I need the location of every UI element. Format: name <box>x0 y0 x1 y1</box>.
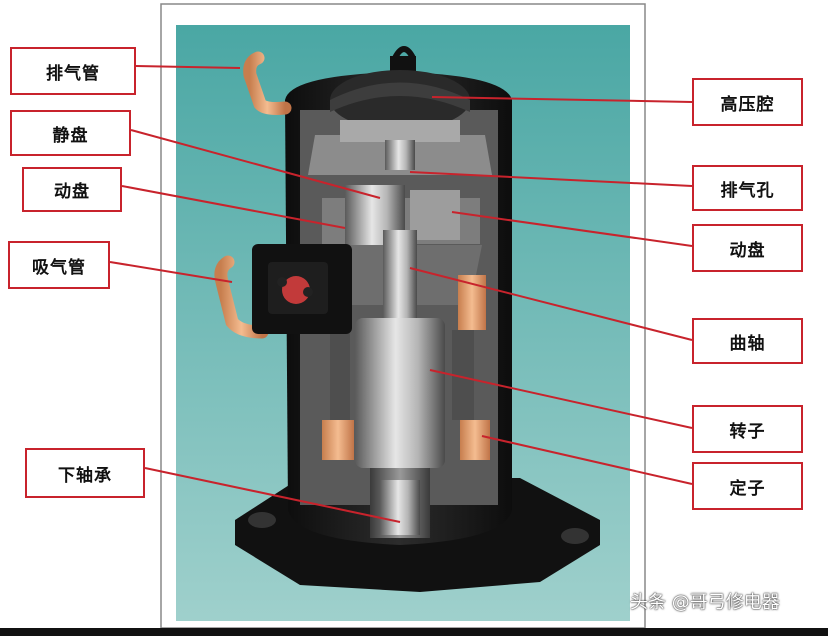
label-exhaust-hole: 排气孔 <box>692 165 803 211</box>
label-high-pressure-chamber: 高压腔 <box>692 78 803 126</box>
label-fixed-scroll: 静盘 <box>10 110 131 156</box>
exhaust-pipe <box>243 51 292 115</box>
leader-lines <box>109 65 693 523</box>
label-lower-bearing: 下轴承 <box>25 448 145 498</box>
label-orbiting-scroll-right: 动盘 <box>692 224 803 272</box>
stator-left <box>322 420 354 460</box>
rotor <box>355 318 445 468</box>
label-orbiting-scroll-left: 动盘 <box>22 167 122 212</box>
lifting-hook <box>392 46 416 60</box>
watermark: 头条 @哥弓修电器 <box>630 592 780 613</box>
label-stator: 定子 <box>692 462 803 510</box>
label-rotor: 转子 <box>692 405 803 453</box>
label-exhaust-pipe: 排气管 <box>10 47 136 95</box>
label-suction-pipe: 吸气管 <box>8 241 110 289</box>
bottom-bar <box>0 628 828 636</box>
stator-right <box>460 420 490 460</box>
suction-pipe <box>214 255 269 339</box>
label-crankshaft: 曲轴 <box>692 318 803 364</box>
